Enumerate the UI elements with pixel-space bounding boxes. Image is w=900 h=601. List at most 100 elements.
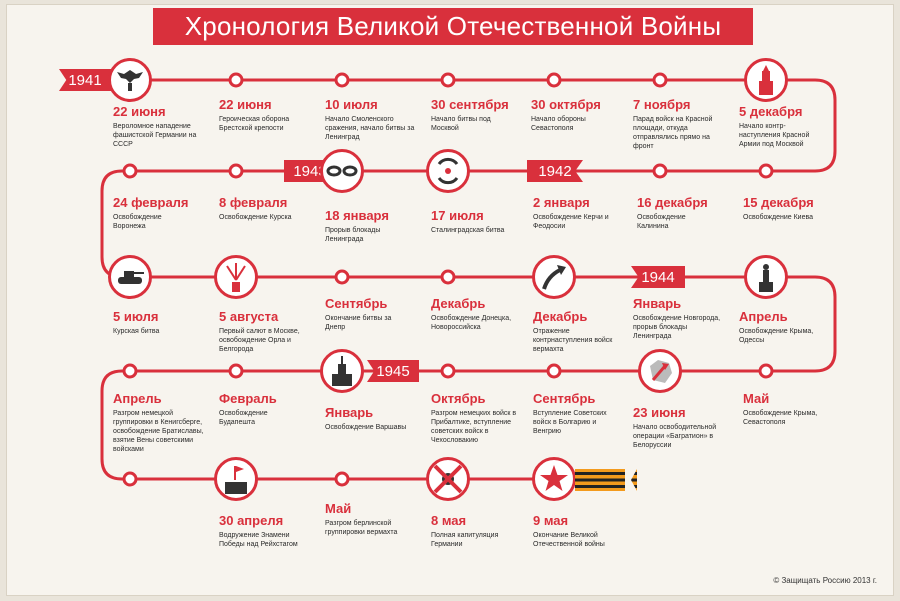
- event-description: Парад войск на Красной площади, откуда о…: [633, 116, 713, 150]
- event-date: Декабрь: [533, 309, 588, 324]
- event-description: Сталинградская битва: [431, 227, 505, 234]
- event-date: Январь: [325, 405, 374, 420]
- event-description: Освобождение Крыма, Одессы: [739, 328, 814, 344]
- event-description: Первый салют в Москве, освобождение Орла…: [219, 328, 300, 353]
- timeline-dot: [334, 471, 350, 487]
- eagle-icon: [108, 58, 152, 102]
- event-date: 30 октября: [531, 97, 601, 112]
- event-date: 10 июля: [325, 97, 378, 112]
- event-date: Май: [325, 501, 352, 516]
- event-description: Освобождение Калинина: [637, 214, 686, 230]
- year-label-1942: 1942: [527, 160, 583, 182]
- event-description: Освобождение Новгорода, прорыв блокады Л…: [633, 315, 721, 340]
- event-description: Начало освободительной операции «Баграти…: [633, 424, 717, 449]
- timeline-dot: [334, 269, 350, 285]
- kremlin-tower-icon: [744, 58, 788, 102]
- event-description: Разгром берлинской группировки вермахта: [325, 520, 398, 536]
- event-date: 8 февраля: [219, 195, 288, 210]
- event-description: Освобождение Воронежа: [113, 214, 162, 230]
- event-date: 9 мая: [533, 513, 569, 528]
- timeline-dot: [440, 72, 456, 88]
- year-label-1945: 1945: [367, 360, 419, 382]
- event-date: 8 мая: [431, 513, 467, 528]
- event-date: 22 июня: [219, 97, 272, 112]
- event-description: Освобождение Киева: [743, 214, 813, 221]
- event-description: Начало битвы под Москвой: [431, 116, 491, 132]
- timeline-dot: [652, 163, 668, 179]
- broken-chain-icon: [320, 149, 364, 193]
- event-date: 5 декабря: [739, 104, 803, 119]
- event-description: Окончание Великой Отечественной войны: [533, 532, 605, 548]
- timeline-dot: [758, 363, 774, 379]
- event-date: 30 апреля: [219, 513, 284, 528]
- timeline-dot: [228, 72, 244, 88]
- event-date: 15 декабря: [743, 195, 814, 210]
- tank-icon: [108, 255, 152, 299]
- st-george-ribbon-icon: [575, 469, 637, 491]
- event-description: Освобождение Варшавы: [325, 424, 407, 431]
- timeline-dot: [652, 72, 668, 88]
- event-date: 17 июля: [431, 208, 484, 223]
- timeline-dot: [228, 163, 244, 179]
- event-date: 30 сентября: [431, 97, 509, 112]
- year-label-1944: 1944: [631, 266, 685, 288]
- timeline-dot: [440, 363, 456, 379]
- timeline-dot: [440, 269, 456, 285]
- event-date: 2 января: [533, 195, 590, 210]
- event-description: Освобождение Будапешта: [219, 410, 268, 426]
- red-star-icon: [532, 457, 576, 501]
- event-date: Февраль: [219, 391, 277, 406]
- event-date: Октябрь: [431, 391, 486, 406]
- event-date: Сентябрь: [325, 296, 388, 311]
- event-description: Освобождение Курска: [219, 214, 292, 221]
- event-date: Апрель: [113, 391, 162, 406]
- event-description: Полная капитуляция Германии: [431, 532, 499, 548]
- crossed-swastika-icon: [426, 457, 470, 501]
- event-description: Отражение контрнаступления войск вермахт…: [533, 328, 613, 353]
- event-date: 18 января: [325, 208, 389, 223]
- copyright-notice: © Защищать Россию 2013 г.: [773, 576, 877, 585]
- event-date: Май: [743, 391, 770, 406]
- event-description: Вступление Советских войск в Болгарию и …: [533, 410, 607, 435]
- event-description: Героическая оборона Брестской крепости: [219, 116, 290, 132]
- year-label-1941: 1941: [59, 69, 111, 91]
- event-date: Сентябрь: [533, 391, 596, 406]
- event-description: Вероломное нападение фашистской Германии…: [113, 123, 197, 148]
- event-description: Окончание битвы за Днепр: [325, 315, 392, 331]
- timeline-dot: [122, 471, 138, 487]
- encirclement-arrows-icon: [426, 149, 470, 193]
- timeline-dot: [546, 363, 562, 379]
- timeline-dot: [334, 72, 350, 88]
- event-date: Декабрь: [431, 296, 486, 311]
- event-description: Водружение Знамени Победы над Рейхстагом: [219, 532, 298, 548]
- counterattack-arrow-icon: [532, 255, 576, 299]
- event-description: Разгром немецкой группировки в Кенигсбер…: [113, 410, 204, 453]
- event-date: 7 ноября: [633, 97, 691, 112]
- event-date: 24 февраля: [113, 195, 189, 210]
- event-description: Прорыв блокады Ленинграда: [325, 227, 381, 243]
- event-date: 5 июля: [113, 309, 159, 324]
- monument-icon: [744, 255, 788, 299]
- timeline-dot: [546, 72, 562, 88]
- event-date: 16 декабря: [637, 195, 708, 210]
- event-description: Освобождение Крыма, Севастополя: [743, 410, 818, 426]
- event-description: Начало Смоленского сражения, начало битв…: [325, 116, 415, 141]
- reichstag-flag-icon: [214, 457, 258, 501]
- timeline-dot: [228, 363, 244, 379]
- event-date: 5 августа: [219, 309, 279, 324]
- event-date: 22 июня: [113, 104, 166, 119]
- event-description: Освобождение Керчи и Феодосии: [533, 214, 609, 230]
- page-title: Хронология Великой Отечественной Войны: [153, 8, 753, 45]
- palace-of-culture-icon: [320, 349, 364, 393]
- event-date: 23 июня: [633, 405, 686, 420]
- timeline-dot: [758, 163, 774, 179]
- belarus-map-icon: [638, 349, 682, 393]
- infographic-frame: Хронология Великой Отечественной Войны: [6, 4, 894, 596]
- timeline-dot: [122, 163, 138, 179]
- event-date: Апрель: [739, 309, 788, 324]
- event-description: Курская битва: [113, 328, 160, 335]
- event-description: Начало контр-наступления Красной Армии п…: [739, 123, 810, 148]
- fireworks-icon: [214, 255, 258, 299]
- event-description: Разгром немецких войск в Прибалтике, вст…: [431, 410, 517, 444]
- event-description: Освобождение Донецка, Новороссийска: [431, 315, 512, 331]
